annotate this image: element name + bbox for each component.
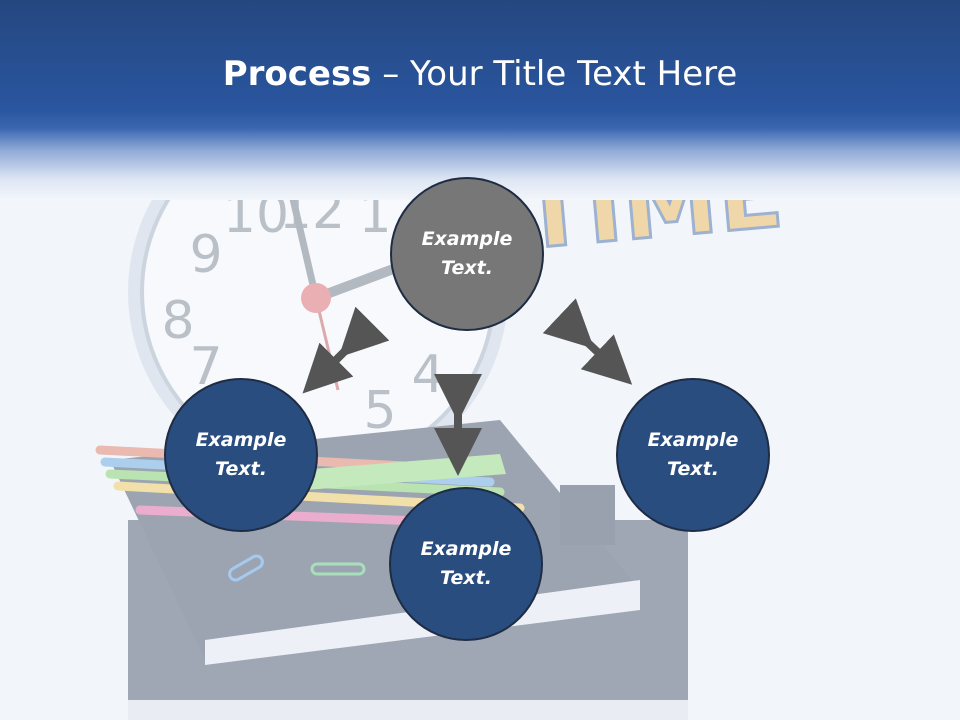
- clock-number: 8: [161, 291, 194, 351]
- process-step-top[interactable]: Example Text.: [390, 177, 544, 331]
- title-bold-part: Process: [222, 54, 372, 94]
- paperclips-image: [228, 554, 366, 582]
- clock-number: 9: [189, 225, 222, 285]
- process-step-right[interactable]: Example Text.: [616, 378, 770, 532]
- process-step-bottom[interactable]: Example Text.: [389, 487, 543, 641]
- header-band: [0, 0, 960, 200]
- arrow-top-to-left: [302, 306, 390, 394]
- title-rest-part: – Your Title Text Here: [371, 54, 738, 94]
- process-step-left[interactable]: Example Text.: [164, 378, 318, 532]
- arrow-top-to-right: [542, 298, 633, 385]
- slide-title: Process – Your Title Text Here: [0, 52, 960, 96]
